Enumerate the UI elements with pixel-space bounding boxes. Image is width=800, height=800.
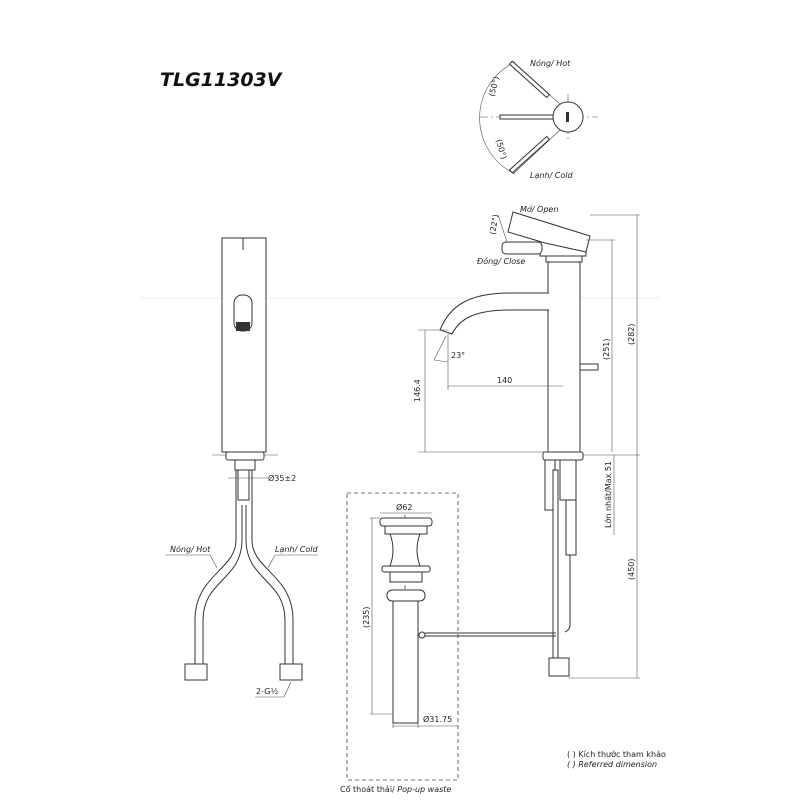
cold-hose: [251, 470, 294, 665]
hot-nut: [184, 663, 208, 681]
hot-hose: [194, 470, 237, 665]
dim-spout-reach: 140: [497, 376, 512, 385]
top-hot-label: Nóng/ Hot: [530, 58, 571, 68]
handle-lever-open: [507, 211, 591, 253]
top-cold-label: Lạnh/ Cold: [530, 171, 573, 180]
dim-spout-height: 146.4: [413, 379, 422, 402]
front-cold-label: Lạnh/ Cold: [275, 545, 318, 554]
dim-height-251: (251): [602, 338, 611, 360]
popup-label: Cổ thoát thải/ Pop-up waste: [340, 784, 451, 794]
hole-diameter: Ø35±2: [268, 473, 296, 483]
popup-rod-knob: [579, 363, 599, 371]
handle-angle: (22°): [488, 214, 500, 236]
legend-line-1: ( ) Kích thước tham khảo: [567, 749, 666, 759]
close-label: Đóng/ Close: [477, 256, 525, 266]
cap-diameter: Ø62: [396, 502, 412, 512]
popup-waste: Ø62 (235) Ø31.75 Cổ thoát thải/ Pop-up w…: [340, 492, 556, 794]
front-view: Ø35±2 Nóng/ Hot Lạnh/ Cold 2-G½: [165, 237, 318, 698]
model-title: TLG11303V: [160, 69, 283, 91]
side-view: 146.4 140 23° (251) (282) Lớn nhất/Max 5…: [413, 204, 640, 679]
top-angle-lower: (50°): [494, 138, 508, 160]
pipe-diameter: Ø31.75: [423, 714, 452, 724]
popup-length: (235): [362, 606, 371, 628]
spout-angle: 23°: [451, 351, 465, 360]
connection-size: 2-G½: [256, 687, 278, 696]
front-hot-label: Nóng/ Hot: [170, 544, 211, 554]
spout: [439, 292, 549, 335]
open-label: Mở/ Open: [520, 204, 558, 214]
top-angle-upper: (50°): [487, 75, 501, 97]
top-view: Nóng/ Hot Lạnh/ Cold (50°) (50°): [479, 58, 598, 180]
dim-hose-length: (450): [627, 558, 636, 580]
handle-lever-closed: [501, 241, 543, 255]
dim-height-282: (282): [627, 323, 636, 345]
legend-line-2: ( ) Referred dimension: [567, 760, 657, 769]
max-thickness-label: Lớn nhất/Max 51: [603, 461, 613, 528]
cold-nut: [279, 663, 303, 681]
